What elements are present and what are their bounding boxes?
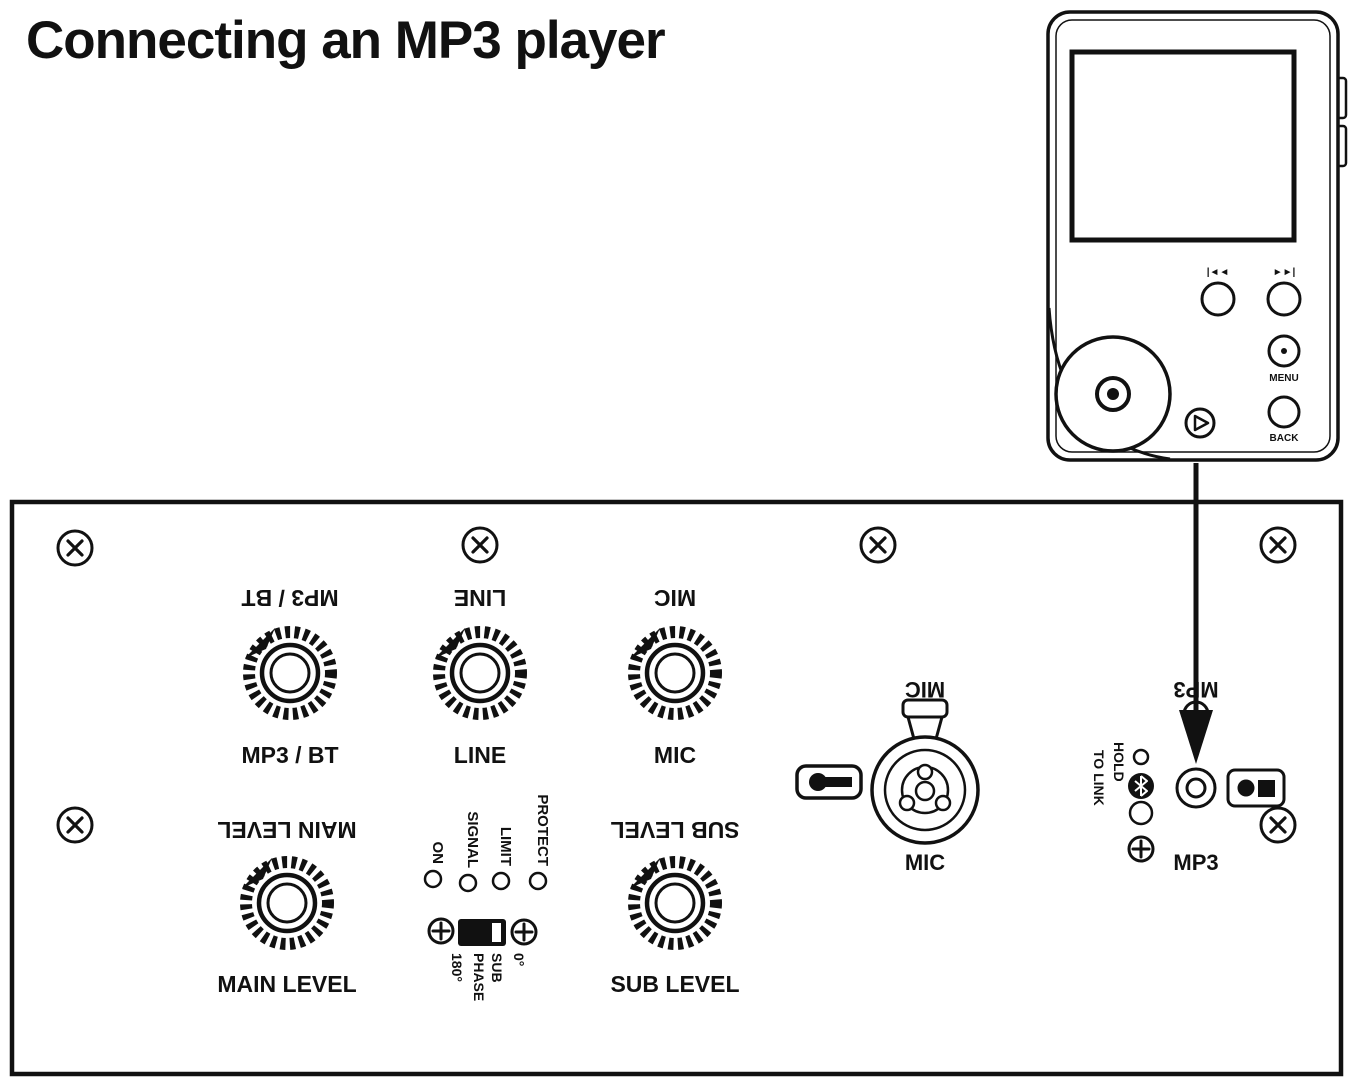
- player-prev-label: |◄◄: [1207, 267, 1230, 278]
- knob-line-label: LINE: [454, 742, 506, 768]
- led-signal-label: SIGNAL: [464, 811, 481, 868]
- phase-180-label: 180°: [449, 953, 465, 982]
- panel: MP3 / BT MP3 / BT LINE LINE MIC MIC MAIN…: [9, 499, 1344, 1077]
- screw-icon: [1259, 526, 1297, 564]
- knob-mic-label-mirrored: MIC: [654, 585, 696, 611]
- mic-jack: MIC MIC: [795, 677, 980, 875]
- phase-0-label: 0°: [511, 953, 527, 966]
- player-body-inner-line: [1055, 19, 1331, 453]
- screw-icon: [56, 529, 94, 567]
- xlr-pin-hole: [898, 794, 916, 812]
- screw-phillips-icon: [1127, 835, 1155, 863]
- lock-icon-bar: [824, 777, 852, 787]
- knob-mp3-bt: MP3 / BT MP3 / BT: [241, 585, 339, 768]
- mp3-player-illustration: |◄◄ ►►| MENU BACK: [1046, 10, 1348, 462]
- knob-mp3-bt-label-mirrored: MP3 / BT: [241, 585, 338, 611]
- knob-line-label-mirrored: LINE: [454, 585, 506, 611]
- player-next-button: [1266, 281, 1302, 317]
- led-limit-icon: [491, 871, 511, 891]
- power-switch-dot: [1237, 779, 1255, 797]
- hold-led-icon: [1132, 748, 1150, 766]
- sub-phase-switch: 0° SUB PHASE 180°: [427, 917, 538, 1001]
- xlr-trs-hole: [914, 780, 936, 802]
- player-play-button: [1184, 407, 1216, 439]
- mic-jack-label-mirrored: MIC: [905, 677, 945, 702]
- knob-line: LINE LINE: [435, 585, 521, 768]
- play-icon: [1193, 414, 1210, 432]
- knob-mic-label: MIC: [654, 742, 696, 768]
- phase-sub-label: SUB: [489, 953, 505, 983]
- connection-arrow: [1179, 463, 1213, 764]
- led-protect-label: PROTECT: [534, 794, 551, 866]
- led-signal-icon: [458, 873, 478, 893]
- player-prev-button: [1200, 281, 1236, 317]
- player-wheel-hub-dot: [1107, 388, 1119, 400]
- player-next-label: ►►|: [1273, 267, 1296, 278]
- player-menu-label: MENU: [1269, 373, 1298, 384]
- phase-slider-knob: [492, 923, 501, 942]
- screw-icon: [859, 526, 897, 564]
- lock-icon-head: [809, 773, 827, 791]
- led-limit-label: LIMIT: [497, 827, 514, 866]
- screw-phillips-icon: [427, 917, 455, 945]
- knob-sub-level: SUB LEVEL SUB LEVEL: [610, 817, 739, 997]
- knob-main-level-label-mirrored: MAIN LEVEL: [217, 817, 356, 843]
- player-screen: [1069, 49, 1297, 243]
- screw-icon: [56, 806, 94, 844]
- power-switch-square: [1258, 780, 1275, 797]
- mp3-jack-label: MP3: [1173, 850, 1218, 875]
- knob-main-level: MAIN LEVEL MAIN LEVEL: [217, 817, 356, 997]
- xlr-latch-top: [901, 698, 949, 719]
- page-title: Connecting an MP3 player: [26, 11, 666, 70]
- player-menu-button-dot: [1281, 348, 1287, 354]
- player-back-label: BACK: [1270, 433, 1300, 444]
- panel-outline: [9, 499, 1344, 1077]
- led-on-label: ON: [429, 842, 446, 865]
- link-button-icon: [1128, 800, 1154, 826]
- knob-mp3-bt-label: MP3 / BT: [241, 742, 338, 768]
- player-back-button: [1267, 395, 1301, 429]
- phase-phase-label: PHASE: [471, 953, 487, 1001]
- led-protect-icon: [528, 871, 548, 891]
- led-on-icon: [423, 869, 443, 889]
- xlr-pin-hole: [916, 763, 934, 781]
- hold-label: HOLD: [1111, 742, 1127, 782]
- knob-main-level-label: MAIN LEVEL: [217, 971, 356, 997]
- knob-sub-level-label-mirrored: SUB LEVEL: [610, 817, 739, 843]
- screw-phillips-icon: [510, 918, 538, 946]
- screw-icon: [1259, 806, 1297, 844]
- xlr-pin-hole: [934, 794, 952, 812]
- mic-jack-label: MIC: [905, 850, 945, 875]
- mp3-input-section: MP3 HOLD TO LINK MP3: [1091, 677, 1286, 875]
- knob-sub-level-label: SUB LEVEL: [610, 971, 739, 997]
- connection-arrow-head: [1179, 710, 1213, 764]
- screw-icon: [461, 526, 499, 564]
- mp3-jack-socket-hole: [1185, 777, 1207, 799]
- to-link-label: TO LINK: [1091, 750, 1107, 806]
- power-switch-icon: [1226, 768, 1286, 808]
- led-indicators: ON SIGNAL LIMIT PROTECT: [423, 794, 551, 893]
- bluetooth-icon-rune: [1134, 775, 1148, 797]
- knob-mic: MIC MIC: [630, 585, 716, 768]
